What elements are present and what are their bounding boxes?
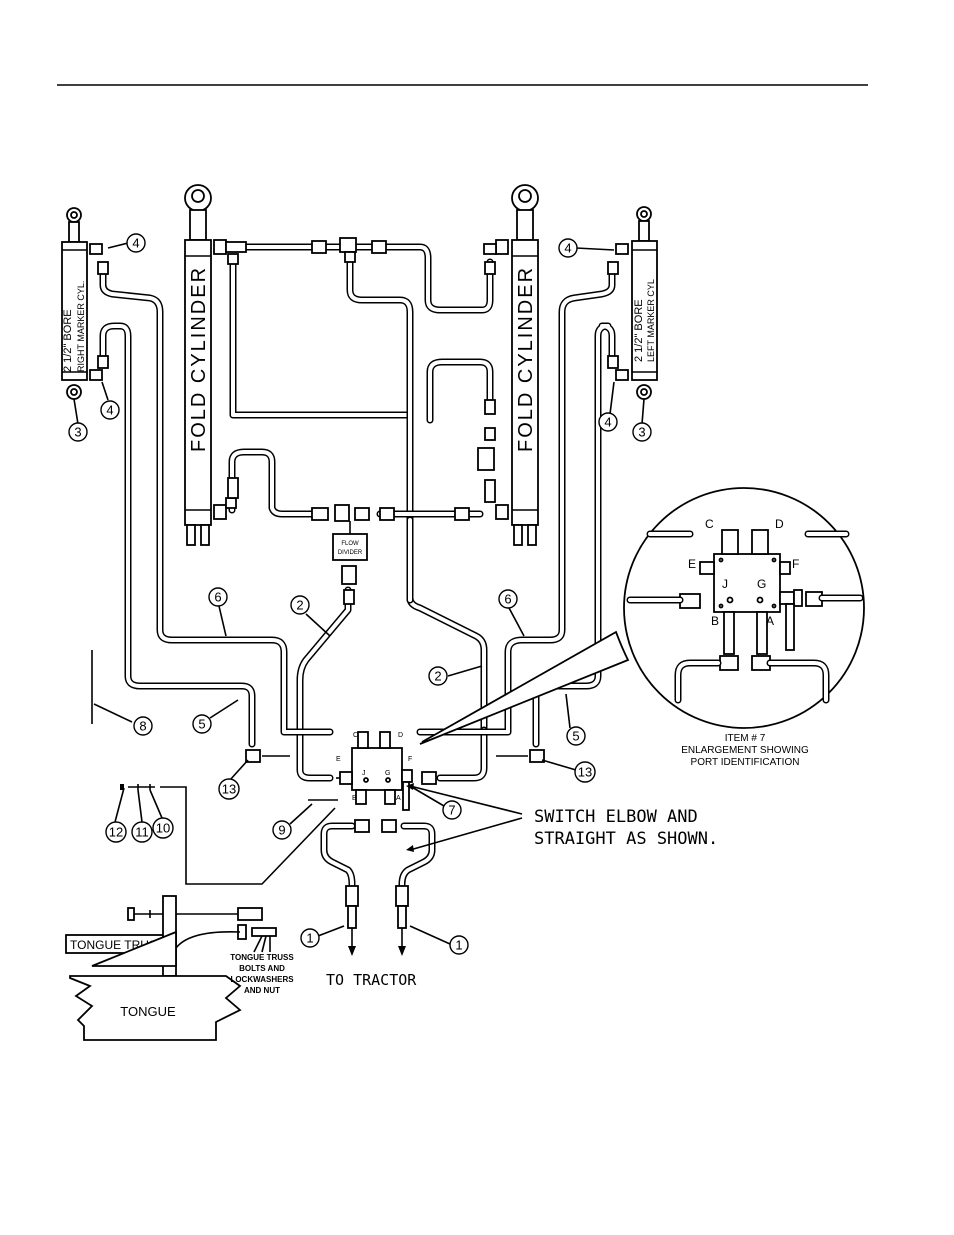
svg-text:12: 12: [109, 825, 123, 840]
enlargement-detail: C D E F J G B A ITEM # 7 ENLARGEMENT SHO…: [419, 487, 865, 768]
flow-divider-label-1: FLOW: [341, 541, 359, 547]
callout-3-left: 3: [68, 422, 88, 442]
right-marker-label-bore: 2 1/2" BORE: [62, 309, 74, 372]
right-fold-cylinder: FOLD CYLINDER: [483, 184, 539, 546]
callout-13-left: 13: [218, 778, 240, 800]
detail-port-f: F: [792, 557, 799, 571]
callout-9: 9: [272, 820, 292, 840]
bolts-label-1: TONGUE TRUSS: [230, 953, 294, 962]
selector-valve: C D E F J G B A: [336, 731, 437, 833]
callout-6-right: 6: [498, 589, 518, 609]
port-b: B: [352, 795, 357, 802]
enlarge-label-3: PORT IDENTIFICATION: [691, 757, 800, 768]
port-a: A: [396, 795, 401, 802]
svg-text:5: 5: [198, 717, 205, 732]
callout-2-left: 2: [290, 595, 310, 615]
parts-10-11-12: [114, 784, 163, 823]
svg-text:2: 2: [434, 669, 441, 684]
hoses: [99, 243, 616, 904]
detail-port-c: C: [705, 517, 714, 531]
svg-text:6: 6: [214, 590, 221, 605]
svg-text:8: 8: [139, 719, 146, 734]
fitting-13-right: [529, 749, 545, 763]
svg-text:7: 7: [448, 803, 455, 818]
svg-text:6: 6: [504, 592, 511, 607]
bolts-label-4: AND NUT: [244, 986, 280, 995]
right-fold-cylinder-label: FOLD CYLINDER: [515, 266, 537, 452]
callout-4-br: 4: [598, 412, 618, 432]
svg-text:5: 5: [572, 729, 579, 744]
left-marker-label-name: LEFT MARKER CYL: [646, 279, 656, 362]
callout-11: 11: [131, 821, 153, 843]
enlarge-label-1: ITEM # 7: [725, 733, 766, 744]
callout-6-left: 6: [208, 587, 228, 607]
callout-4-tr: 4: [558, 238, 578, 258]
fittings: [227, 237, 496, 522]
svg-text:9: 9: [278, 823, 285, 838]
tongue-label: TONGUE: [120, 1004, 176, 1019]
callout-4-bl: 4: [100, 400, 120, 420]
port-g: G: [385, 770, 390, 777]
right-marker-cylinder: 2 1/2" BORE RIGHT MARKER CYL.: [61, 207, 109, 400]
to-tractor-label: TO TRACTOR: [326, 971, 417, 989]
svg-text:13: 13: [578, 765, 592, 780]
left-fold-cylinder-label: FOLD CYLINDER: [188, 266, 210, 452]
enlarge-label-2: ENLARGEMENT SHOWING: [681, 745, 809, 756]
callout-10: 10: [152, 817, 174, 839]
left-fold-cylinder: FOLD CYLINDER: [184, 184, 247, 546]
detail-port-a: A: [766, 614, 774, 628]
svg-text:1: 1: [455, 938, 462, 953]
detail-port-g: G: [757, 577, 766, 591]
port-f: F: [408, 756, 412, 763]
callout-4-tl: 4: [126, 233, 146, 253]
callout-3-right: 3: [632, 422, 652, 442]
port-c: C: [353, 732, 358, 739]
detail-port-j: J: [722, 577, 728, 591]
callout-12: 12: [105, 821, 127, 843]
callout-8: 8: [133, 716, 153, 736]
callout-2-right: 2: [428, 666, 448, 686]
left-marker-cylinder: 2 1/2" BORE LEFT MARKER CYL: [607, 206, 658, 400]
svg-text:4: 4: [604, 415, 611, 430]
tongue-detail: TONGUE TRUSS TONGUE TONGUE TRUSS BOLTS A…: [65, 895, 294, 1041]
truss-leader: [160, 786, 336, 885]
svg-text:1: 1: [306, 931, 313, 946]
callout-1-right: 1: [449, 935, 469, 955]
port-e: E: [336, 756, 341, 763]
flow-divider-label-2: DIVIDER: [338, 550, 363, 556]
detail-port-e: E: [688, 557, 696, 571]
callout-5-right: 5: [566, 726, 586, 746]
port-d: D: [398, 732, 403, 739]
switch-note: SWITCH ELBOW AND STRAIGHT AS SHOWN.: [406, 783, 718, 852]
svg-text:2: 2: [296, 598, 303, 613]
left-marker-label-bore: 2 1/2" BORE: [633, 299, 645, 362]
callouts: 4 4 3 4 4 3 6 6 2 2 5 5 8: [68, 233, 652, 955]
right-marker-label-name: RIGHT MARKER CYL.: [76, 281, 86, 372]
flow-divider: FLOW DIVIDER: [332, 521, 368, 605]
bolts-label-2: BOLTS AND: [239, 964, 285, 973]
port-j: J: [362, 770, 366, 777]
svg-text:13: 13: [222, 782, 236, 797]
tractor-couplers: [345, 885, 409, 956]
switch-note-line-2: STRAIGHT AS SHOWN.: [534, 829, 718, 849]
svg-text:3: 3: [638, 425, 645, 440]
svg-text:3: 3: [74, 425, 81, 440]
svg-text:4: 4: [564, 241, 571, 256]
callout-1-left: 1: [300, 928, 320, 948]
callout-13-right: 13: [574, 761, 596, 783]
callout-5-left: 5: [192, 714, 212, 734]
svg-text:4: 4: [132, 236, 139, 251]
callout-7: 7: [442, 800, 462, 820]
detail-port-b: B: [711, 614, 719, 628]
fitting-13-left: [245, 749, 261, 763]
bolts-label-3: LOCKWASHERS: [230, 975, 294, 984]
detail-port-d: D: [775, 517, 784, 531]
svg-text:10: 10: [156, 821, 170, 836]
svg-text:4: 4: [106, 403, 113, 418]
switch-note-line-1: SWITCH ELBOW AND: [534, 807, 698, 827]
svg-text:11: 11: [135, 825, 149, 840]
